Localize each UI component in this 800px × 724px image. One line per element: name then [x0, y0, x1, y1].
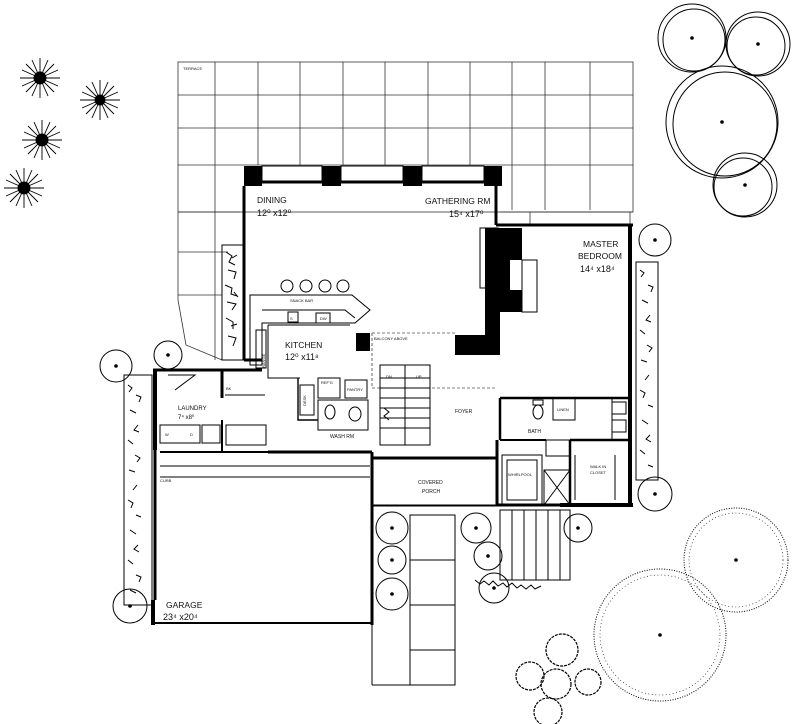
- terrace-label: TERRACE: [183, 66, 202, 71]
- terrace-paving: TERRACE: [177, 61, 634, 361]
- front-walk: [371, 509, 571, 686]
- stair-up-label: UP: [416, 374, 422, 379]
- closet-label: CLOSET: [590, 470, 607, 475]
- washer-label: W: [165, 432, 169, 437]
- dining-dim: 12⁰ x12⁰: [257, 208, 292, 218]
- dryer-label: D: [190, 432, 193, 437]
- master-label-2: BEDROOM: [578, 251, 622, 261]
- stone-planter-west: [221, 244, 245, 361]
- linen-label: LINEN: [557, 407, 569, 412]
- stair: [379, 364, 431, 446]
- kitchen-label: KITCHEN: [285, 340, 322, 350]
- laundry-label: LAUNDRY: [178, 406, 207, 412]
- garage-label: GARAGE: [166, 600, 203, 610]
- dw-label: DW: [320, 316, 327, 321]
- bath-label: BATH: [528, 429, 541, 435]
- master-dim: 14⁴ x18⁴: [580, 264, 615, 274]
- starburst-shrubs: [4, 58, 120, 208]
- hedge-planters: [123, 261, 659, 606]
- foyer-label: FOYER: [455, 409, 473, 415]
- snack-bar-label: SNACK BAR: [290, 298, 313, 303]
- bk-label: BK: [226, 386, 232, 391]
- kitchen-fixtures: [249, 279, 497, 431]
- whirlpool-label: WHIRLPOOL: [508, 472, 533, 477]
- dining-label: DINING: [257, 195, 287, 205]
- room-labels: DINING 12⁰ x12⁰ GATHERING RM 15⁴ x17⁰ MA…: [160, 195, 622, 622]
- walk-in-label: WALK IN: [590, 464, 606, 469]
- pantry-label: PANTRY: [347, 387, 363, 392]
- wash-rm-label: WASH RM: [330, 434, 354, 440]
- laundry-dim: 7⁴ x8⁰: [178, 414, 195, 421]
- desk-label: DESK: [302, 395, 307, 406]
- gathering-label: GATHERING RM: [425, 196, 490, 206]
- landscape-trees: [4, 3, 791, 724]
- master-label: MASTER: [583, 239, 618, 249]
- curb-label: CURB: [160, 478, 172, 483]
- exterior-walls: [151, 165, 633, 625]
- stair-dn-label: DN: [386, 374, 392, 379]
- gathering-dim: 15⁴ x17⁰: [449, 209, 484, 219]
- kitchen-dim: 12⁰ x11⁸: [285, 352, 319, 362]
- porch-label: PORCH: [422, 489, 440, 495]
- covered-label: COVERED: [418, 480, 443, 486]
- balcony-label: BALCONY ABOVE: [374, 336, 408, 341]
- refg-label: REF'G: [321, 380, 333, 385]
- garage-dim: 23⁴ x20⁴: [163, 612, 198, 622]
- range-label: RANGE: [261, 353, 266, 368]
- sink-label: S: [290, 316, 293, 321]
